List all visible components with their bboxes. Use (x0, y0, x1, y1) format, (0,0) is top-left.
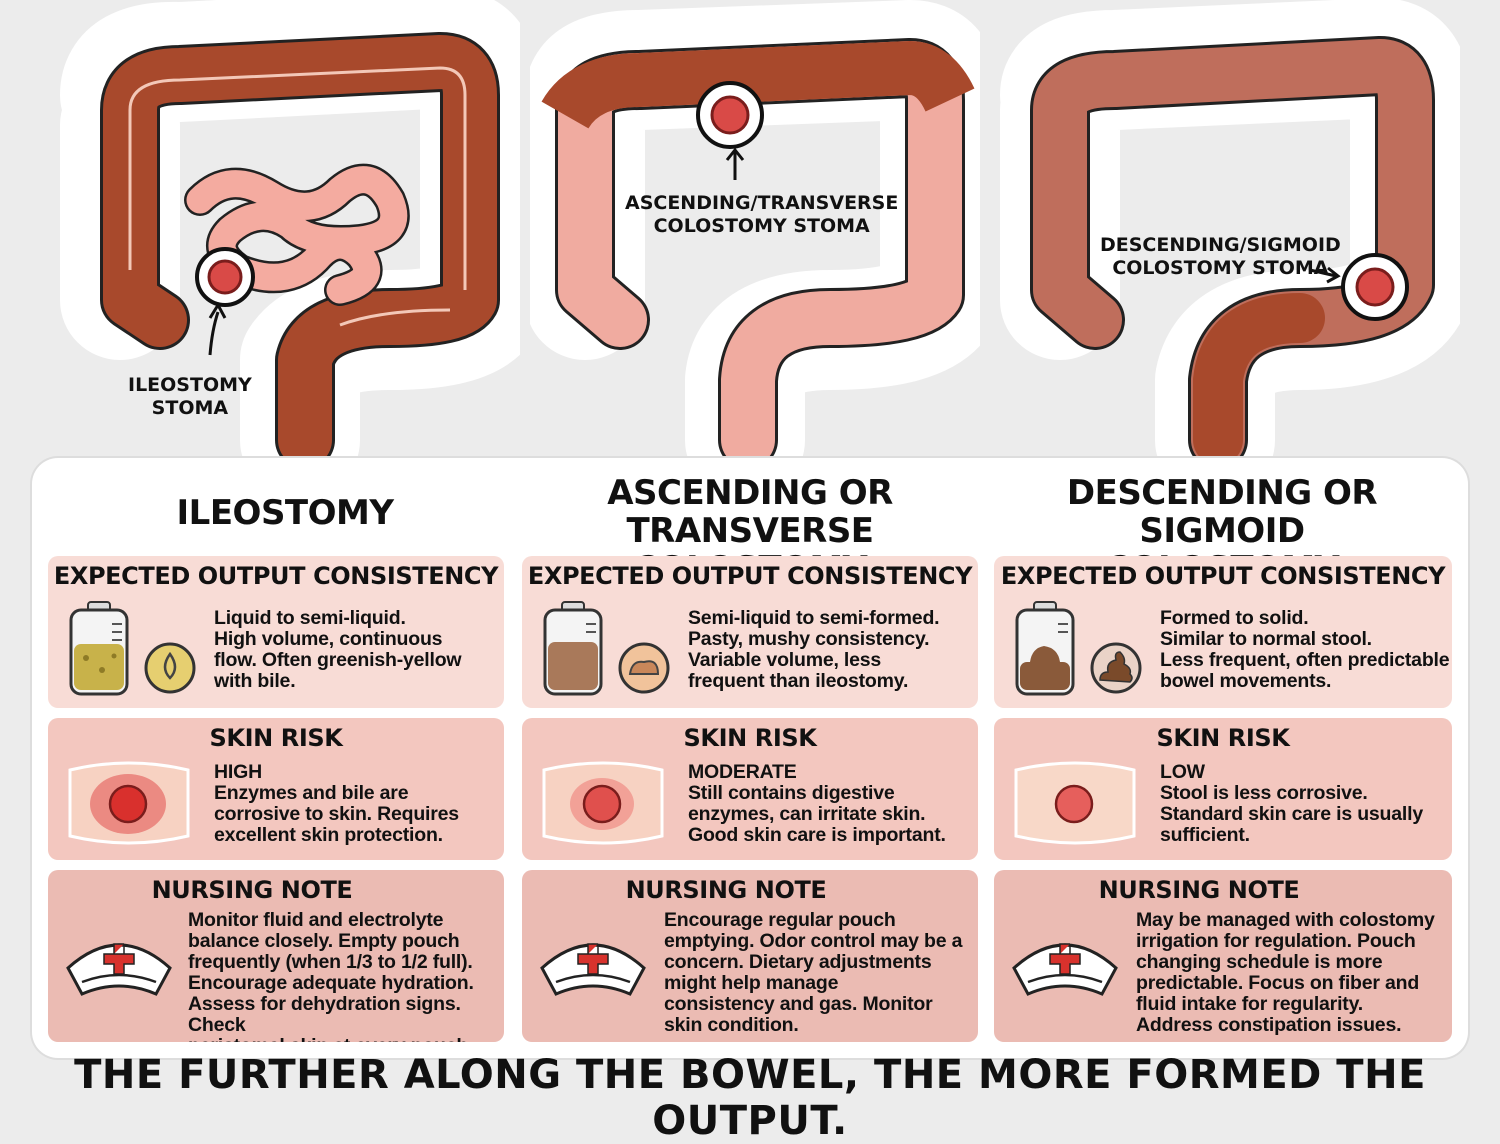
skin-heading: SKIN RISK (1156, 724, 1290, 752)
skin-heading: SKIN RISK (209, 724, 343, 752)
ileostomy-title: ILEOSTOMY (176, 493, 394, 533)
skin-level: HIGH (214, 761, 262, 783)
sigmoid-output-panel: EXPECTED OUTPUT CONSISTENCY Formed to so… (994, 556, 1452, 708)
transverse-colon-illustration (530, 0, 980, 470)
sigmoid-colon-illustration (1000, 0, 1460, 470)
transverse-colostomy-diagram: ASCENDING/TRANSVERSE COLOSTOMY STOMA (530, 0, 980, 470)
output-text: Formed to solid. Similar to normal stool… (1160, 607, 1450, 692)
ileostomy-output-panel: EXPECTED OUTPUT CONSISTENCY Liquid to se… (48, 556, 504, 708)
sigmoid-stoma-label: DESCENDING/SIGMOID COLOSTOMY STOMA (1100, 234, 1341, 279)
note-text: Monitor fluid and electrolyte balance cl… (188, 909, 474, 1043)
skin-heading: SKIN RISK (683, 724, 817, 752)
transverse-output-panel: EXPECTED OUTPUT CONSISTENCY Semi-liquid … (522, 556, 978, 708)
ileostomy-colon-illustration (60, 0, 520, 470)
transverse-note-panel: NURSING NOTE Encourage regular pouch emp… (522, 870, 978, 1042)
output-text: Semi-liquid to semi-formed. Pasty, mushy… (688, 607, 940, 692)
healthy-skin-icon (1014, 761, 1136, 845)
skin-text: Enzymes and bile are corrosive to skin. … (214, 782, 459, 846)
ileostomy-diagram: ILEOSTOMY STOMA (60, 0, 520, 470)
output-text: Liquid to semi-liquid. High volume, cont… (214, 607, 462, 692)
note-heading: NURSING NOTE (1098, 876, 1300, 904)
ileostomy-note-panel: NURSING NOTE Monitor fluid and electroly… (48, 870, 504, 1042)
sigmoid-note-panel: NURSING NOTE May be managed with colosto… (994, 870, 1452, 1042)
skin-level: MODERATE (688, 761, 797, 783)
formed-pouch-icon (1015, 601, 1142, 696)
liquid-pouch-icon (69, 601, 196, 696)
pasty-pouch-icon (543, 601, 670, 696)
footer-summary: THE FURTHER ALONG THE BOWEL, THE MORE FO… (74, 1052, 1426, 1144)
transverse-stoma-label: ASCENDING/TRANSVERSE COLOSTOMY STOMA (625, 192, 899, 237)
comparison-card: ILEOSTOMY ASCENDING OR TRANSVERSE COLOST… (32, 458, 1468, 1058)
output-heading: EXPECTED OUTPUT CONSISTENCY (527, 562, 973, 590)
output-heading: EXPECTED OUTPUT CONSISTENCY (1000, 562, 1446, 590)
skin-text: Stool is less corrosive. Standard skin c… (1160, 782, 1423, 846)
transverse-skin-panel: SKIN RISK MODERATE Still contains digest… (522, 718, 978, 860)
note-heading: NURSING NOTE (625, 876, 827, 904)
note-heading: NURSING NOTE (151, 876, 353, 904)
ileostomy-skin-panel: SKIN RISK HIGH Enzymes and bile are corr… (48, 718, 504, 860)
skin-text: Still contains digestive enzymes, can ir… (688, 782, 946, 846)
sigmoid-skin-panel: SKIN RISK LOW Stool is less corrosive. S… (994, 718, 1452, 860)
irritated-skin-icon (68, 761, 190, 845)
skin-level: LOW (1160, 761, 1205, 783)
note-text: May be managed with colostomy irrigation… (1136, 909, 1435, 1036)
ileostomy-stoma-label: ILEOSTOMY STOMA (128, 374, 252, 419)
note-text: Encourage regular pouch emptying. Odor c… (664, 909, 963, 1036)
nurse-cap-icon (1012, 943, 1118, 996)
sigmoid-colostomy-diagram: DESCENDING/SIGMOID COLOSTOMY STOMA (1000, 0, 1460, 470)
reddened-skin-icon (542, 761, 664, 845)
output-heading: EXPECTED OUTPUT CONSISTENCY (53, 562, 499, 590)
nurse-cap-icon (66, 943, 172, 996)
nurse-cap-icon (540, 943, 646, 996)
